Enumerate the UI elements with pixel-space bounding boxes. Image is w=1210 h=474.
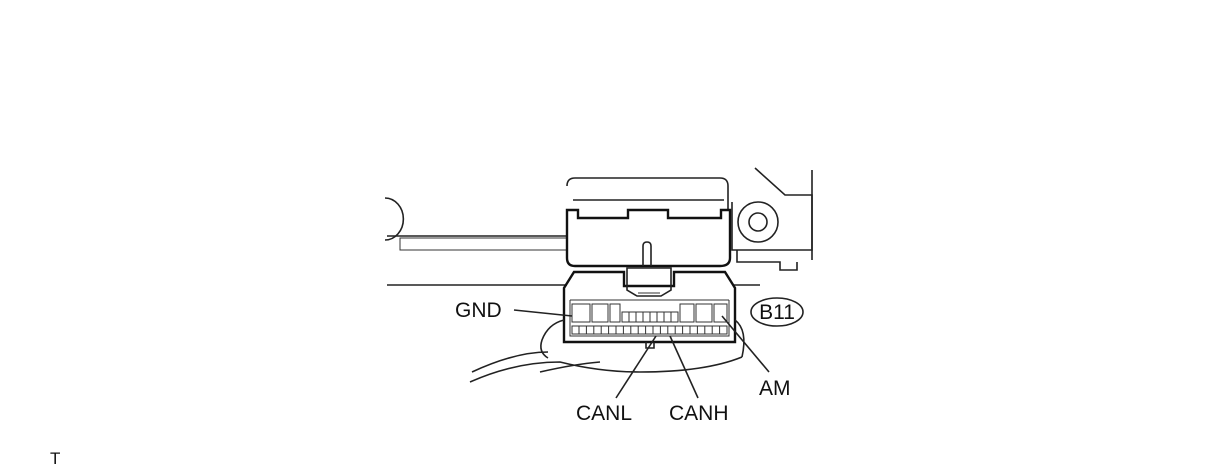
pin-label-canl: CANL bbox=[576, 402, 632, 425]
lower-connector-b11 bbox=[562, 267, 737, 349]
leader-lines bbox=[513, 309, 770, 399]
connector-code-badge: B11 bbox=[750, 297, 804, 327]
connector-code-label: B11 bbox=[759, 301, 795, 324]
wire-harness bbox=[469, 319, 745, 383]
upper-connector bbox=[565, 177, 732, 268]
pin-label-am: AM bbox=[759, 377, 791, 400]
corner-mark: T bbox=[50, 449, 61, 468]
unit-housing bbox=[384, 167, 813, 286]
pin-label-canh: CANH bbox=[669, 402, 729, 425]
pin-label-gnd: GND bbox=[455, 299, 502, 322]
